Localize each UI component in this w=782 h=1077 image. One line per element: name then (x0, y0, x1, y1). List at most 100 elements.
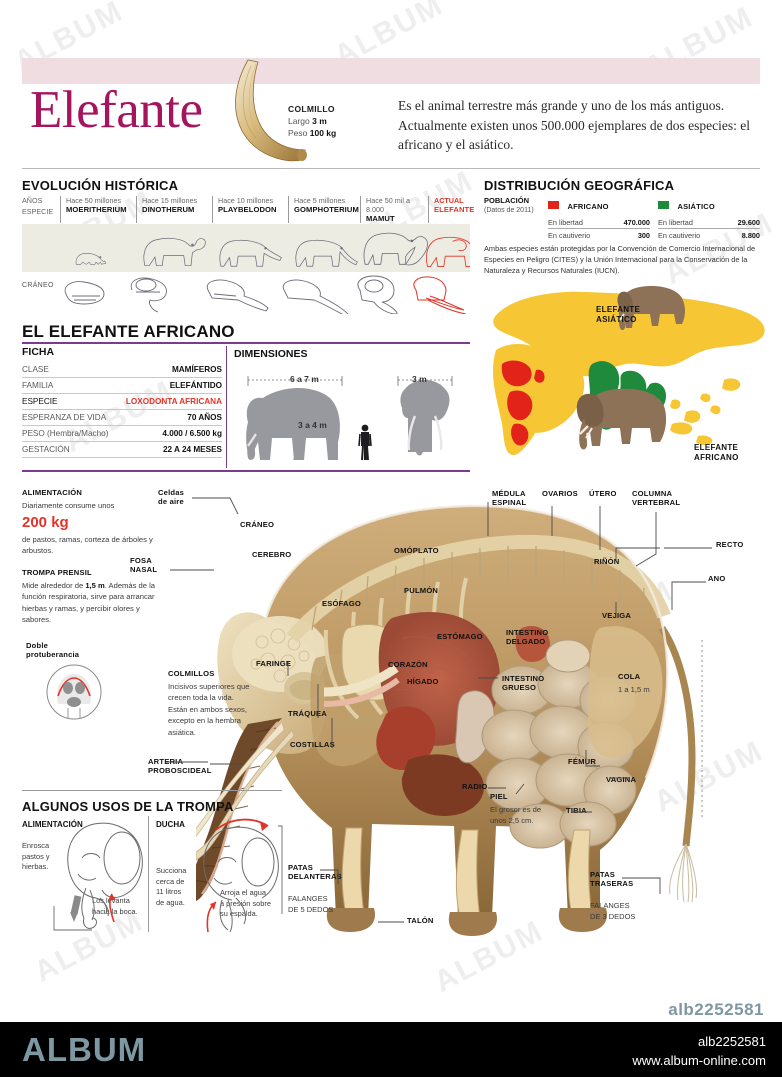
label-cola-value: 1 a 1,5 m (618, 685, 650, 694)
label-alimentacion-title: ALIMENTACIÓN (22, 488, 83, 497)
label-intestino-grueso: INTESTINO GRUESO (502, 674, 545, 693)
evolution-years: ACTUAL (434, 196, 464, 205)
trunk-use-feeding-title: ALIMENTACIÓN (22, 820, 83, 829)
label-arteria-proboscideal: ARTERIA PROBOSCIDEAL (148, 757, 212, 776)
ficha-value: LOXODONTA AFRICANA (125, 397, 222, 406)
dimensions-diagram (246, 376, 453, 461)
label-costillas: COSTILLAS (290, 740, 335, 749)
population-row-key: En cautiverio (548, 231, 591, 240)
album-id-top: alb2252581 (668, 1000, 764, 1019)
evolution-years: Hace 10 millones (218, 196, 274, 205)
label-higado: HÍGADO (407, 677, 439, 686)
ficha-value: MAMÍFEROS (171, 365, 222, 374)
ficha-key: ESPERANZA DE VIDA (22, 413, 107, 422)
evolution-band (22, 224, 470, 272)
footer-url: www.album-online.com (632, 1052, 766, 1068)
footer-album-id: alb2252581 (698, 1034, 766, 1049)
tusk-stat-key: Peso (288, 128, 308, 138)
tusk-illustration (235, 59, 307, 162)
label-traquea: TRÁQUEA (288, 709, 327, 718)
world-map-svg (492, 291, 765, 456)
trunk-text-post: . Además de la función respiratoria, sir… (22, 581, 155, 625)
iucn-note: Ambas especies están protegidas por la C… (484, 244, 756, 276)
label-corazon: CORAZÓN (388, 660, 428, 669)
map-label-african: ELEFANTE AFRICANO (694, 443, 739, 462)
label-patas-delanteras: PATAS DELANTERAS (288, 863, 342, 882)
label-alimentacion-line2: de pastos, ramas, corteza de árboles y a… (22, 535, 153, 556)
section-title-distribution: DISTRIBUCIÓN GEOGRÁFICA (484, 178, 675, 193)
evolution-years: Hace 15 millones (142, 196, 198, 205)
ficha-value: 22 A 24 MESES (162, 445, 222, 454)
evolution-years: Hace 50 millones (66, 196, 122, 205)
section-title-african-elephant: EL ELEFANTE AFRICANO (22, 322, 235, 341)
evolution-species: MAMUT (366, 214, 395, 223)
population-row-value: 29.600 (737, 218, 760, 227)
intro-text: Es el animal terrestre más grande y uno … (398, 98, 751, 153)
evolution-skulls (64, 275, 467, 314)
ficha-row: FAMILIA ELEFÁNTIDO (22, 378, 222, 394)
ficha-row: GESTACIÓN 22 A 24 MESES (22, 442, 222, 458)
label-falanges-3: FALANGES DE 3 DEDOS (590, 901, 636, 922)
trunk-text-pre: Mide alrededor de (22, 581, 86, 590)
label-cerebro: CEREBRO (252, 550, 292, 559)
ficha-row: ESPERANZA DE VIDA 70 AÑOS (22, 410, 222, 426)
population-row-key: En libertad (658, 218, 693, 227)
footer-bar (0, 1022, 782, 1077)
population-sublabel: (Datos de 2011) (484, 207, 534, 214)
ficha-key: ESPECIE (22, 397, 58, 406)
evolution-years: Hace 50 mil a 8.000 (366, 196, 410, 214)
trunk-shower-diagram (203, 818, 283, 933)
label-craneo: CRÁNEO (240, 520, 275, 529)
trunk-use-feeding-text2: Los levanta hacia la boca. (92, 896, 138, 916)
label-estomago: ESTÓMAGO (437, 632, 483, 641)
label-alimentacion-amount: 200 kg (22, 514, 69, 531)
population-row: En libertad 29.600 (658, 216, 760, 229)
label-piel-text: El grosor es de unos 2,5 cm. (490, 805, 542, 826)
dimension-width-label: 3 m (412, 374, 427, 384)
evolution-species: GOMPHOTERIUM (294, 205, 359, 214)
label-ovarios: OVARIOS (542, 489, 578, 498)
label-talon: TALÓN (407, 916, 434, 925)
elephant-anatomy-illustration (196, 504, 697, 936)
label-trompa-text: Mide alrededor de 1,5 m. Además de la fu… (22, 580, 164, 626)
evolution-label-skull: CRÁNEO (22, 282, 54, 289)
label-falanges-5: FALANGES DE 5 DEDOS (288, 894, 334, 915)
label-omoplato: OMÓPLATO (394, 546, 439, 555)
ficha-key: FAMILIA (22, 381, 54, 390)
legend-label-african: AFRICANO (567, 202, 609, 211)
label-celdas-de-aire: Celdas de aire (158, 488, 185, 507)
tusk-label: COLMILLO (288, 104, 335, 114)
label-ano: ANO (708, 574, 726, 583)
dimension-height-label: 3 a 4 m (298, 420, 327, 430)
purple-divider-bottom (22, 470, 470, 472)
evolution-species: MOERITHERIUM (66, 205, 127, 214)
header-pink-band (22, 58, 760, 84)
section-title-evolution: EVOLUCIÓN HISTÓRICA (22, 178, 179, 193)
trunk-feeding-diagram (53, 822, 143, 931)
purple-divider-top (22, 342, 470, 344)
label-faringe: FARINGE (256, 659, 292, 668)
label-colmillos-text: Incisivos superiores que crecen toda la … (168, 682, 250, 737)
evolution-label-species: ESPECIE (22, 207, 54, 216)
evolution-column-1: Hace 50 millones MOERITHERIUM (60, 196, 136, 223)
label-doble-protuberancia: Doble protuberancia (26, 641, 80, 660)
evolution-silhouettes (75, 232, 470, 267)
ficha-row-species: ESPECIE LOXODONTA AFRICANA (22, 394, 222, 410)
label-utero: ÚTERO (589, 489, 617, 498)
evolution-species: PLAYBELODON (218, 205, 277, 214)
evolution-column-2: Hace 15 millones DINOTHERUM (136, 196, 212, 223)
ficha-table: CLASE MAMÍFEROS FAMILIA ELEFÁNTIDO ESPEC… (22, 362, 222, 458)
evolution-column-6-current: ACTUAL ELEFANTE (428, 196, 474, 223)
label-intestino-delgado: INTESTINO DELGADO (506, 628, 549, 647)
population-legend-block: POBLACIÓN (Datos de 2011) (484, 196, 540, 241)
label-columna-vertebral: COLUMNA VERTEBRAL (632, 489, 681, 508)
label-femur: FÉMUR (568, 757, 596, 766)
ficha-row: CLASE MAMÍFEROS (22, 362, 222, 378)
legend-swatch-asian (658, 200, 669, 209)
ficha-value: 4.000 / 6.500 kg (162, 429, 222, 438)
tusk-stats: Largo 3 m Peso 100 kg (288, 116, 336, 140)
page-title: Elefante (30, 81, 203, 139)
label-medula-espinal: MÉDULA ESPINAL (492, 489, 527, 508)
label-vagina: VAGINA (606, 775, 637, 784)
